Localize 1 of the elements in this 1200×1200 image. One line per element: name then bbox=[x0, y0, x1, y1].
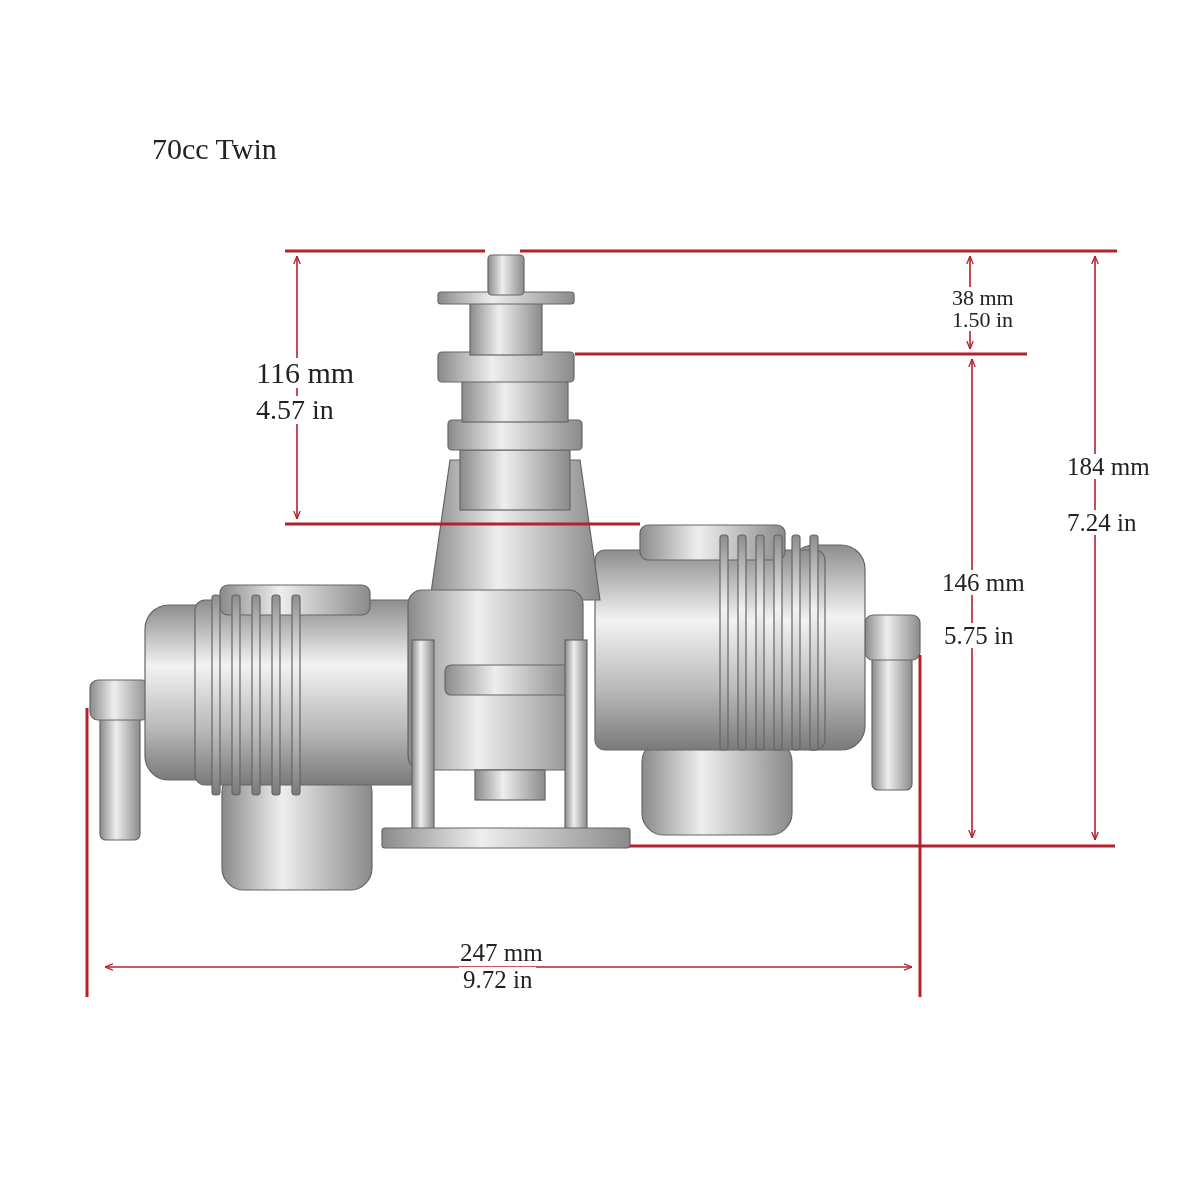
title: 70cc Twin bbox=[152, 134, 277, 164]
